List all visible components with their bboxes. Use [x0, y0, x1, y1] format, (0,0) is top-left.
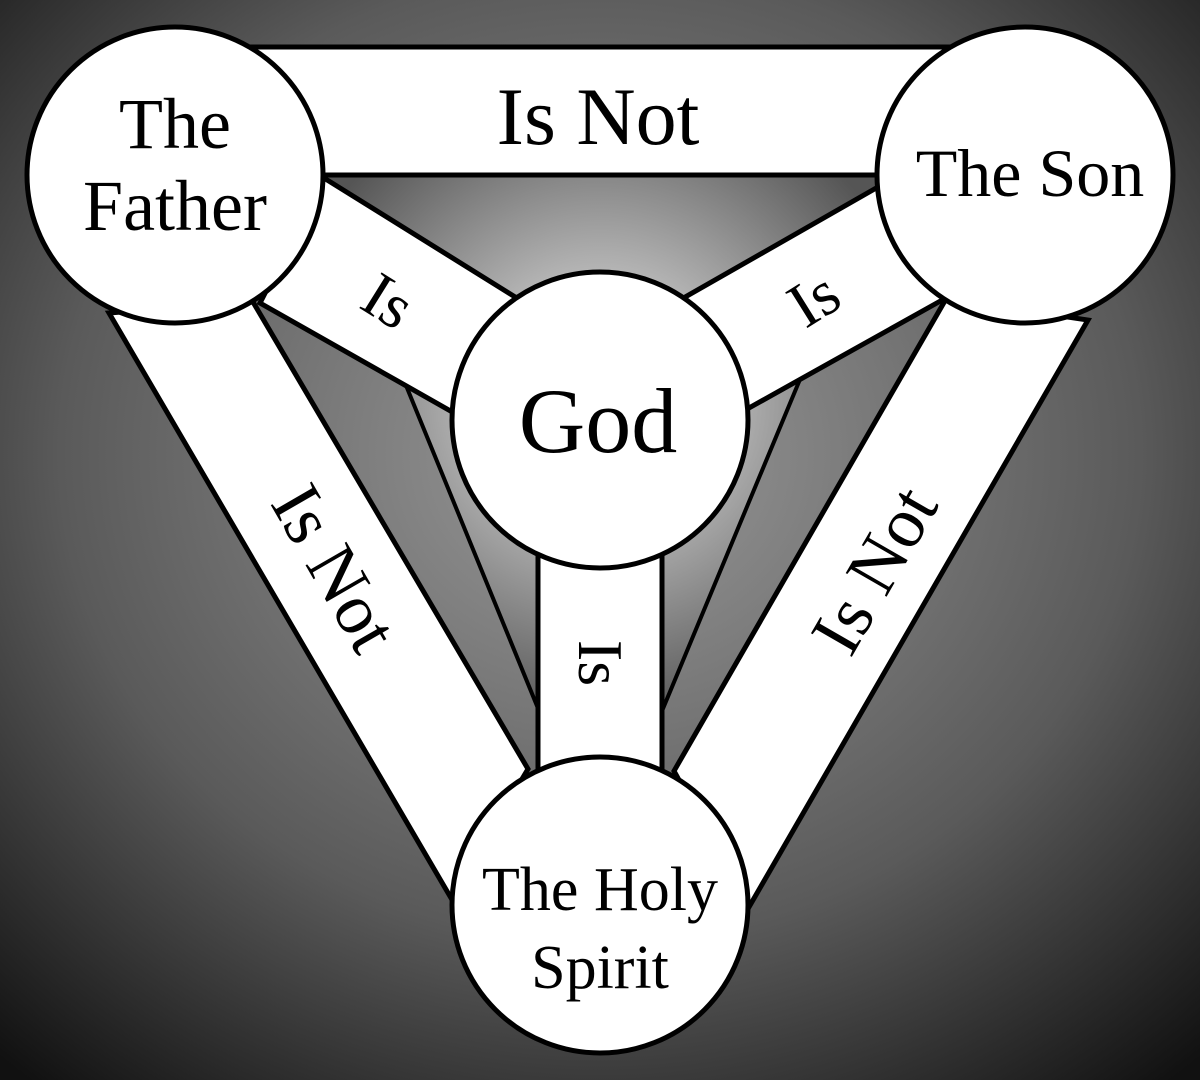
node-label: God — [519, 370, 677, 472]
node-circle — [449, 269, 751, 571]
node-circle — [24, 24, 326, 326]
node-label: Father — [83, 166, 267, 246]
label-spirit-god: Is — [565, 640, 636, 686]
node-god: God — [449, 269, 751, 571]
label-father-son: Is Not — [497, 71, 700, 162]
node-the-holy-spirit: The Holy Spirit — [449, 754, 751, 1056]
node-circle — [874, 24, 1176, 326]
node-label: The Holy — [482, 856, 718, 924]
node-label: The — [119, 84, 231, 164]
node-label: The Son — [916, 135, 1145, 211]
node-the-father: The Father — [24, 24, 326, 326]
node-label: Spirit — [531, 934, 669, 1002]
node-circle — [449, 754, 751, 1056]
node-the-son: The Son — [874, 24, 1176, 326]
